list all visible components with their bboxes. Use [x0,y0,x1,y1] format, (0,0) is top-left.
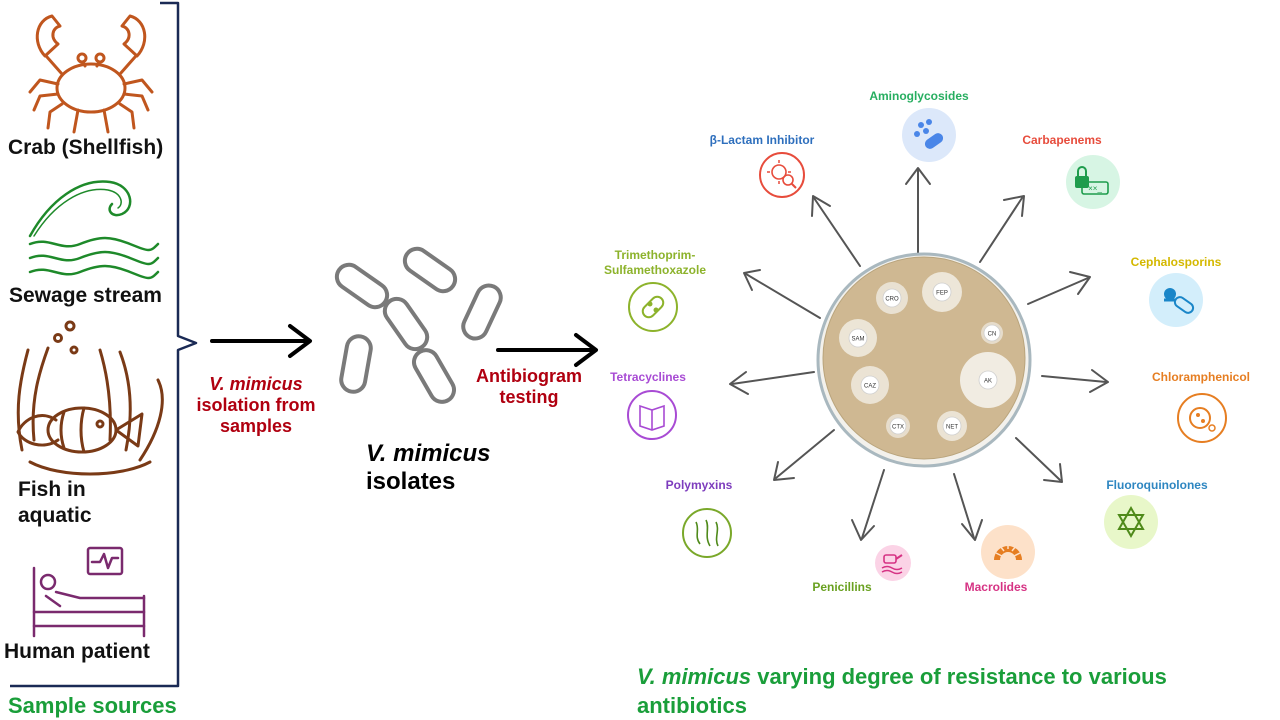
isolates-label-italic: V. mimicus [366,440,491,467]
label-fluoroquinolones: Fluoroquinolones [1106,478,1208,492]
isolation-step-line3: samples [219,416,293,436]
disc-label-caz: CAZ [864,384,876,390]
label-trimethoprim-line2: Sulfamethoxazole [603,263,707,277]
label-cephalosporins: Cephalosporins [1130,255,1222,269]
fish-anemone-icon [16,320,164,476]
source-label-fish: Fish in aquatic [18,477,92,529]
hospital-bed-icon [32,546,146,638]
book-icon [627,390,677,440]
disc-label-ctx: CTX [892,425,904,431]
antibiotic-discs [848,282,1001,436]
disc-label-cn: CN [988,332,997,338]
label-polymyxins: Polymyxins [665,478,733,492]
source-label-fish-line1: Fish in [18,478,86,501]
resistance-caption: V. mimicus varying degree of resistance … [637,662,1277,720]
resistance-caption-rest: varying degree of resistance to various [751,664,1167,689]
source-label-human: Human patient [4,640,150,663]
disc-label-net: NET [946,425,958,431]
label-aminoglycosides: Aminoglycosides [869,89,969,103]
sample-sources-title: Sample sources [8,693,177,718]
label-beta-lactam-inhibitor: β-Lactam Inhibitor [709,133,815,147]
source-label-fish-line2: aquatic [18,504,92,527]
antibiogram-diagram: CRO FEP SAM CN CAZ AK CTX NET ××_ [627,108,1227,581]
antibiogram-step-line2: testing [499,387,559,407]
isolates-label: V. mimicus isolates [366,440,491,496]
disc-label-ak: AK [984,379,992,385]
bacteria-isolates-icon [334,246,503,404]
label-carbapenems: Carbapenems [1022,133,1102,147]
petri-dish: CRO FEP SAM CN CAZ AK CTX NET [816,252,1032,468]
antibiogram-step-line1: Antibiogram [476,366,582,386]
isolates-label-line2: isolates [366,468,456,495]
source-label-sewage: Sewage stream [9,284,162,307]
label-chloramphenicol: Chloramphenicol [1151,370,1250,384]
label-penicillins: Penicillins [812,580,872,594]
isolation-step-italic: V. mimicus [209,374,303,394]
resistance-caption-line2: antibiotics [637,693,748,718]
lock-icon: ××_ [1066,155,1120,209]
svg-text:××_: ××_ [1088,184,1102,193]
label-tetracyclines: Tetracyclines [610,370,686,384]
arrow-antibiogram [496,333,598,367]
source-label-crab: Crab (Shellfish) [8,136,164,159]
arch-icon [981,525,1035,579]
aminoglycosides-icon [902,108,956,162]
disc-label-sam: SAM [851,337,864,343]
isolation-step-line2: isolation from [196,395,316,415]
arrow-isolation [210,324,312,358]
star-molecule-icon [1104,495,1158,549]
sources-icons [16,14,164,638]
label-macrolides: Macrolides [964,580,1028,594]
antibiogram-step-label: Antibiogram testing [466,366,592,408]
tablet-icon [628,282,678,332]
wave-icon [28,180,160,280]
syringe-icon [875,545,911,581]
sources-bracket [10,1,198,688]
disc-label-cro: CRO [885,297,899,303]
isolation-step-label: V. mimicus isolation from samples [186,374,326,437]
radial-arrows [729,167,1109,541]
fibers-icon [682,508,732,558]
bacteria-icon [1177,393,1227,443]
label-trimethoprim-line1: Trimethoprim- [614,248,696,262]
label-trimethoprim-sulfamethoxazole: Trimethoprim- Sulfamethoxazole [596,248,714,278]
disc-label-fep: FEP [936,291,948,297]
virus-search-icon [759,152,805,198]
capsule-icon [1149,273,1203,327]
crab-icon [28,14,154,134]
resistance-caption-italic: V. mimicus [637,664,752,689]
